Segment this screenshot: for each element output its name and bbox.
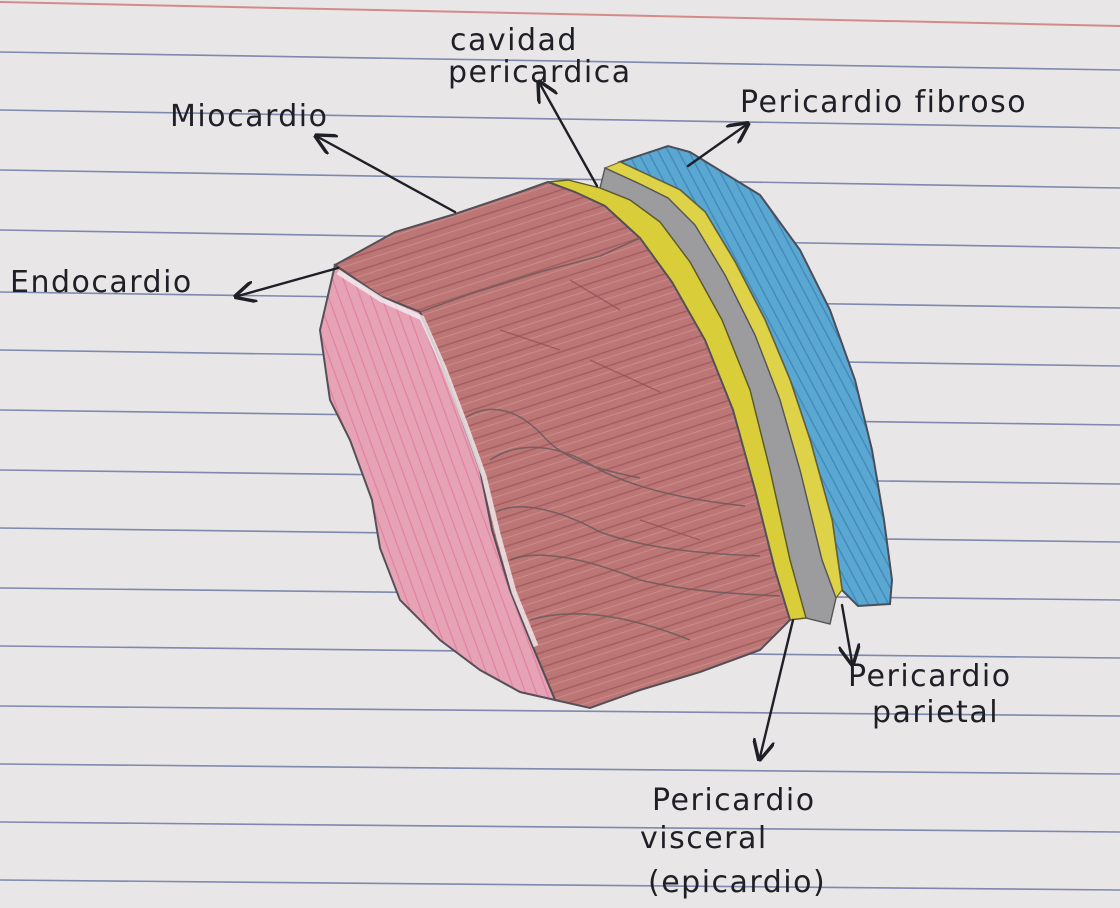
- pericardio-fibroso-label: Pericardio fibroso: [740, 85, 1027, 120]
- endocardio-label: Endocardio: [10, 265, 193, 300]
- pericardio-visceral-label-line1: Pericardio: [652, 783, 816, 818]
- cavidad-label-line2: pericardica: [448, 55, 632, 90]
- pericardio-visceral-label-line3: (epicardio): [648, 865, 826, 900]
- pericardio-visceral-label-line2: visceral: [640, 821, 768, 856]
- cavidad-label-line1: cavidad: [450, 23, 578, 58]
- miocardio-label: Miocardio: [170, 99, 329, 134]
- pericardio-parietal-label-line1: Pericardio: [848, 659, 1012, 694]
- pericardio-parietal-label-line2: parietal: [872, 695, 999, 730]
